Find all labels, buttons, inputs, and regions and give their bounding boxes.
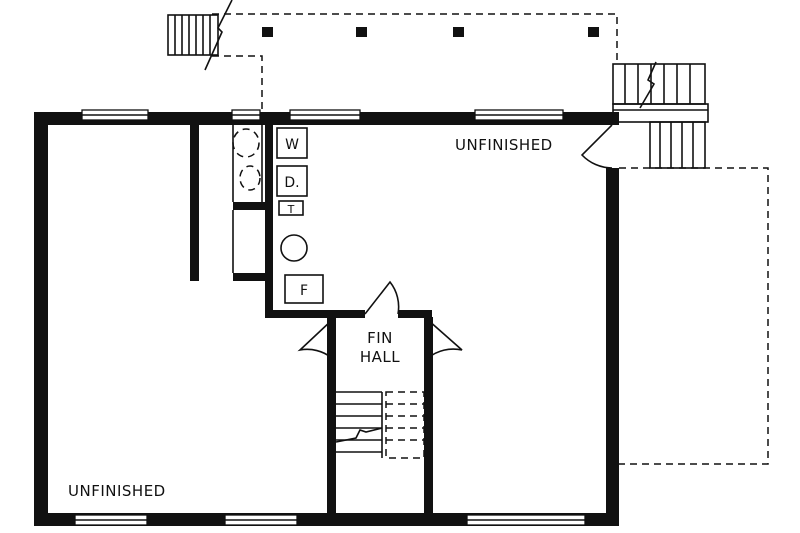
furnace-box xyxy=(284,274,324,304)
water-heater-circle xyxy=(280,234,308,262)
porch-outline xyxy=(212,13,618,60)
room-label-unfinished-left: UNFINISHED xyxy=(68,482,166,500)
door-hall-left xyxy=(297,319,333,359)
wall-left xyxy=(34,112,48,526)
steps-right xyxy=(612,61,709,169)
wall-stair-right xyxy=(424,317,433,517)
stairs-dashed-side xyxy=(385,391,425,459)
room-label-unfinished-right: UNFINISHED xyxy=(455,136,553,154)
post-4 xyxy=(588,27,599,37)
washer-label: W xyxy=(285,137,299,153)
wall-right xyxy=(606,168,619,526)
door-top-right xyxy=(580,124,613,169)
stairs xyxy=(335,391,425,459)
toilet-label: T xyxy=(287,203,295,216)
tub-dashed xyxy=(239,165,261,191)
windows xyxy=(74,109,586,526)
room-label-hall-line2: HALL xyxy=(360,348,400,366)
washer-box xyxy=(276,127,308,159)
post-1 xyxy=(262,27,273,37)
steps-top-left xyxy=(167,0,233,71)
sink-dashed xyxy=(232,128,260,158)
dryer-box xyxy=(276,165,308,197)
room-label-hall-line1: FIN xyxy=(367,329,393,347)
wall-utility-mid xyxy=(233,273,271,281)
door-hall-right xyxy=(427,319,463,359)
doors xyxy=(297,124,613,359)
wall-partition-left xyxy=(190,124,199,281)
patio-outline xyxy=(619,167,769,465)
post-2 xyxy=(356,27,367,37)
wall-hall-right-top xyxy=(398,310,432,318)
furnace-label: F xyxy=(300,283,308,299)
fixtures: W D. T F xyxy=(232,127,324,304)
exterior-walls xyxy=(34,112,619,526)
door-hall-top xyxy=(364,280,400,315)
wall-stair-left xyxy=(327,317,336,517)
dryer-label: D. xyxy=(284,175,299,191)
outside-elements xyxy=(167,0,769,465)
interior-walls xyxy=(190,124,433,517)
wall-utility-top xyxy=(233,202,271,210)
post-3 xyxy=(453,27,464,37)
utility-outline xyxy=(232,124,263,273)
wall-utility-right xyxy=(265,124,273,317)
toilet-box xyxy=(278,200,304,216)
wall-utility-bottom xyxy=(265,310,365,318)
